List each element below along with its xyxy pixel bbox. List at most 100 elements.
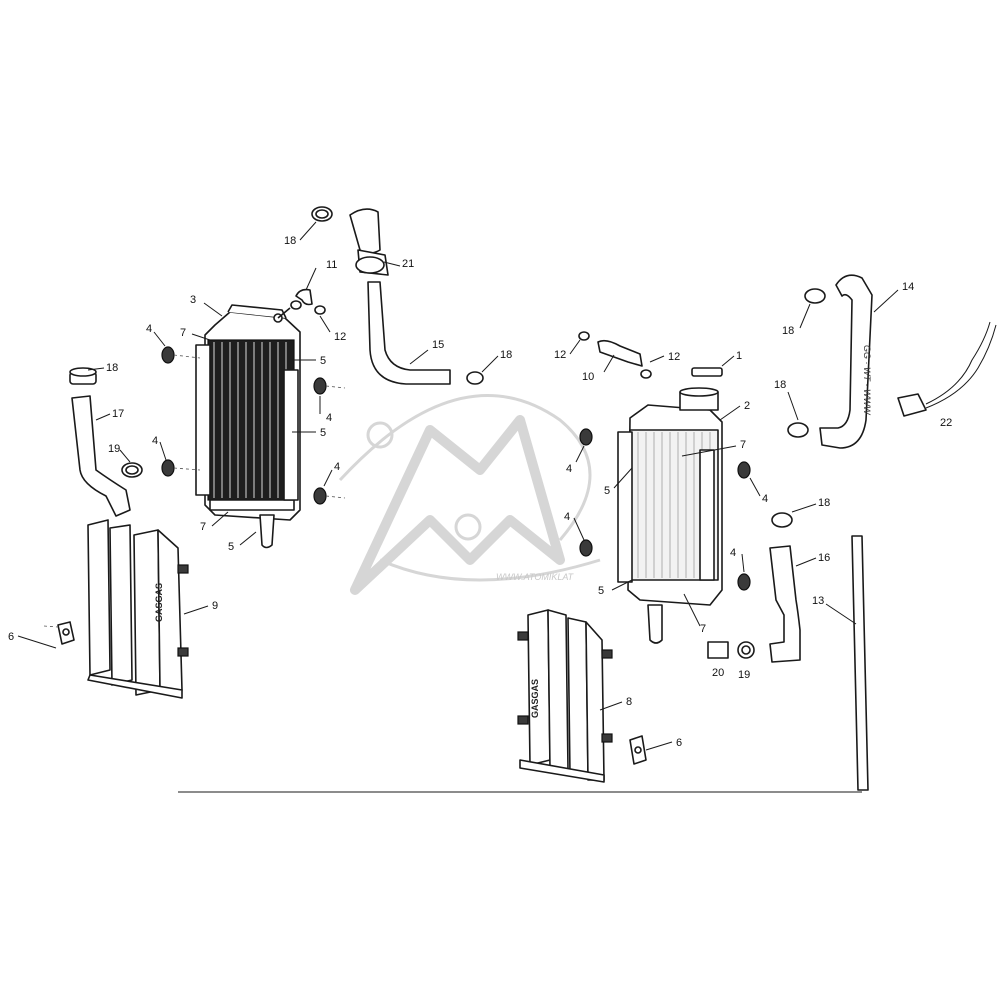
callout-22: 22 [940, 417, 952, 429]
callout-4b-label: 4 [152, 435, 158, 447]
callout-18a: 18 [284, 221, 317, 247]
callout-4h: 4 [730, 547, 745, 573]
callout-18f-label: 18 [818, 497, 830, 509]
callout-10-label: 10 [582, 371, 594, 383]
callout-8: 8 [599, 696, 632, 711]
right-radiator [617, 387, 723, 644]
callout-12c: 12 [649, 351, 680, 363]
callout-12a: 12 [319, 315, 346, 343]
left-radiator-mount-rubbers [161, 346, 346, 505]
hose-16 [769, 545, 801, 663]
callout-21: 21 [383, 258, 414, 270]
callout-7b-label: 7 [200, 521, 206, 533]
callout-19b-label: 19 [738, 669, 750, 681]
clamp-18-right-mid [787, 422, 809, 438]
callout-9-label: 9 [212, 600, 218, 612]
callout-1: 1 [721, 350, 742, 367]
callout-20-label: 20 [712, 667, 724, 679]
callout-7a: 7 [180, 327, 211, 341]
callout-4b: 4 [152, 435, 167, 461]
callout-5b-label: 5 [320, 427, 326, 439]
callout-17-label: 17 [112, 408, 124, 420]
watermark-text: WWW.ATOMIKLAT [496, 572, 575, 582]
callout-3-label: 3 [190, 294, 196, 306]
callout-4f-label: 4 [564, 511, 570, 523]
callout-11: 11 [305, 259, 337, 291]
callout-4a-label: 4 [146, 323, 152, 335]
callout-4f: 4 [564, 511, 585, 541]
small-clamps-12-right [578, 331, 652, 379]
callout-14-label: 14 [902, 281, 914, 293]
callout-3: 3 [190, 294, 223, 317]
callout-19b: 19 [738, 669, 750, 681]
callout-4c-label: 4 [326, 412, 332, 424]
callout-18b-label: 18 [500, 349, 512, 361]
fan-switch-22 [897, 321, 997, 417]
tube-13 [851, 535, 869, 791]
clamp-18-hose15 [466, 371, 484, 385]
callout-5d: 5 [604, 467, 633, 497]
callout-19a: 19 [108, 443, 131, 463]
callout-22-label: 22 [940, 417, 952, 429]
callout-18d: 18 [782, 303, 811, 337]
callout-18b: 18 [481, 349, 512, 373]
callout-6a: 6 [8, 631, 57, 649]
callout-9: 9 [183, 600, 218, 615]
callout-18e: 18 [774, 379, 799, 421]
callout-7d: 7 [683, 593, 706, 635]
callout-4a: 4 [146, 323, 166, 347]
callout-18d-label: 18 [782, 325, 794, 337]
callout-18e-label: 18 [774, 379, 786, 391]
callout-4h-label: 4 [730, 547, 736, 559]
callout-2: 2 [719, 400, 750, 421]
cap-1 [691, 367, 723, 377]
clamp-19-left [121, 462, 143, 478]
callout-12c-label: 12 [668, 351, 680, 363]
callout-5e-label: 5 [598, 585, 604, 597]
callout-7c: 7 [681, 439, 746, 457]
callout-18f: 18 [791, 497, 830, 513]
callout-15-label: 15 [432, 339, 444, 351]
callout-8-label: 8 [626, 696, 632, 708]
callout-18c-label: 18 [106, 362, 118, 374]
right-radiator-mount-rubbers [579, 428, 751, 591]
callout-16-label: 16 [818, 552, 830, 564]
hose-14: GG · WT · WWW [819, 274, 873, 449]
right-guard-brand: GASGAS [530, 679, 540, 718]
callout-5e: 5 [598, 579, 633, 597]
callout-12b: 12 [554, 339, 581, 361]
callout-17: 17 [95, 408, 124, 421]
callout-6b: 6 [645, 737, 682, 751]
callout-5c: 5 [228, 531, 257, 553]
callout-6b-label: 6 [676, 737, 682, 749]
callout-12b-label: 12 [554, 349, 566, 361]
callout-7b: 7 [200, 511, 229, 533]
right-radiator-guard: GASGAS [517, 609, 613, 783]
callout-5a-label: 5 [320, 355, 326, 367]
left-top-clamp-18 [311, 206, 333, 222]
clamp-19-right [737, 641, 755, 659]
right-bracket-6 [629, 735, 647, 765]
left-bracket-6 [43, 621, 75, 645]
callout-1-label: 1 [736, 350, 742, 362]
clamp-18-right-low [771, 512, 793, 528]
callout-13-label: 13 [812, 595, 824, 607]
callout-4d-label: 4 [334, 461, 340, 473]
callout-18a-label: 18 [284, 235, 296, 247]
callout-5a: 5 [292, 355, 326, 367]
fitting-20 [707, 641, 729, 659]
clamp-18-hose14 [804, 288, 826, 304]
callout-5c-label: 5 [228, 541, 234, 553]
callout-4e-label: 4 [566, 463, 572, 475]
callout-12a-label: 12 [334, 331, 346, 343]
callout-13: 13 [812, 595, 857, 625]
callout-20: 20 [712, 667, 724, 679]
callout-18c: 18 [87, 362, 118, 374]
callout-15: 15 [409, 339, 444, 365]
callout-4g: 4 [749, 477, 768, 505]
callout-16: 16 [795, 552, 830, 567]
callout-2-label: 2 [744, 400, 750, 412]
callout-5d-label: 5 [604, 485, 610, 497]
thermostat-housing-21 [349, 208, 389, 276]
